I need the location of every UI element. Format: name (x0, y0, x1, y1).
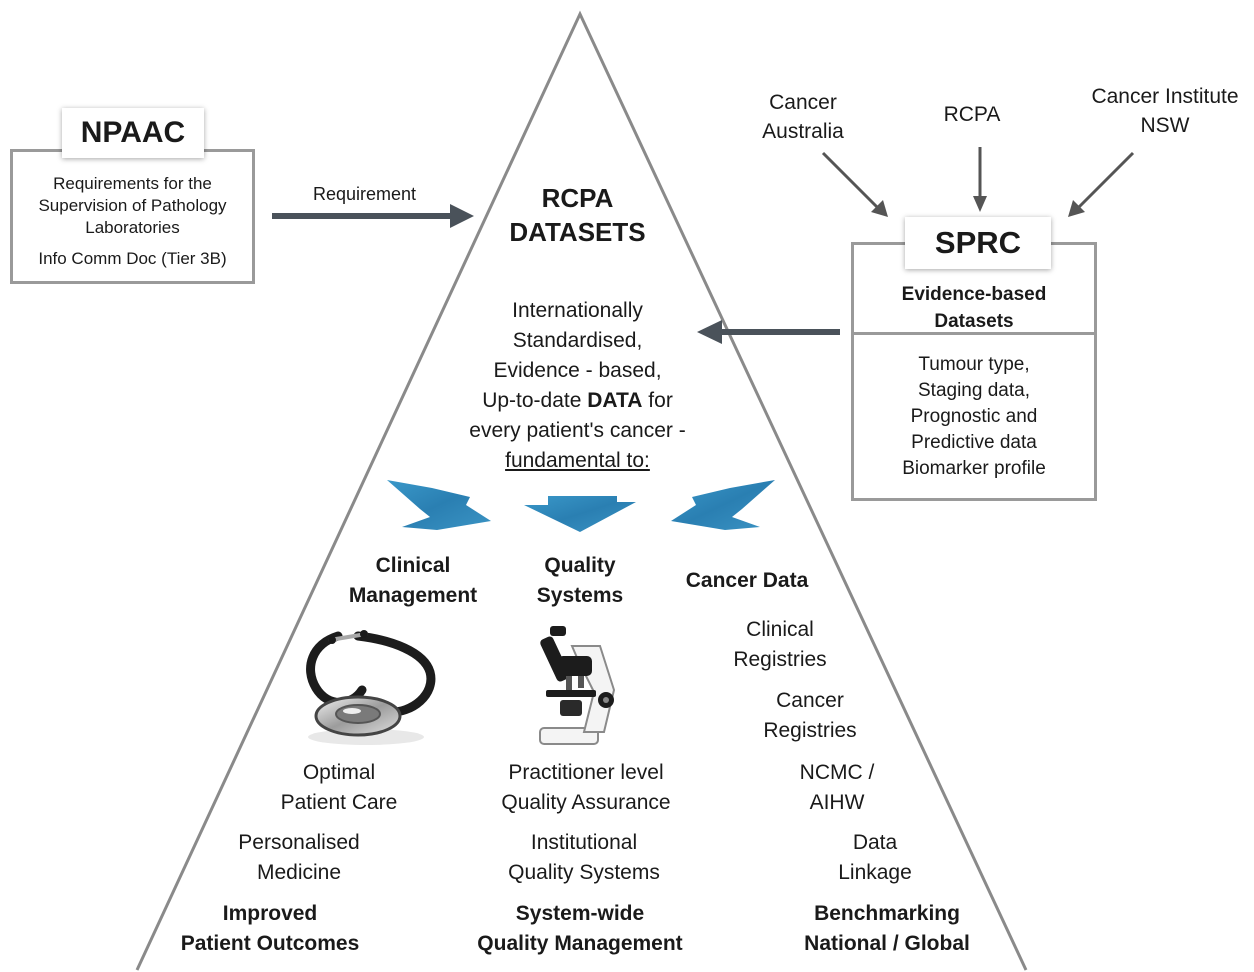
source-cancer-institute: Cancer Institute NSW (1091, 85, 1239, 137)
datasets-description-data: DATA (587, 389, 643, 412)
requirement-arrow (272, 204, 474, 228)
npaac-box (10, 149, 255, 284)
rcpa-datasets-title: RCPA DATASETS (509, 183, 646, 247)
clinical-management-heading: Clinical Management (348, 554, 478, 607)
rcpa-source-arrow (973, 147, 987, 212)
datasets-description: Internationally Standardised, Evidence -… (420, 266, 735, 476)
datasets-description-main: Internationally Standardised, Evidence -… (482, 299, 662, 412)
right-down-arrow (671, 480, 775, 530)
sprc-divider (854, 332, 1094, 335)
practitioner-quality-assurance: Practitioner level Quality Assurance (501, 761, 671, 814)
cancer-data-heading: Cancer Data (685, 569, 809, 592)
personalised-medicine: Personalised Medicine (238, 831, 360, 884)
sprc-box (851, 242, 1097, 501)
institutional-quality-systems: Institutional Quality Systems (508, 831, 660, 884)
requirement-label: Requirement (312, 184, 417, 204)
stethoscope-icon (306, 630, 436, 745)
clinical-registries: Clinical Registries (733, 618, 827, 671)
left-down-arrow (387, 480, 491, 530)
data-linkage: Data Linkage (838, 831, 912, 884)
improved-patient-outcomes: Improved Patient Outcomes (180, 902, 360, 955)
quality-systems-heading: Quality Systems (536, 554, 624, 607)
npaac-description: Requirements for the Supervision of Path… (38, 174, 227, 237)
ncmc-aihw: NCMC / AIHW (799, 761, 875, 814)
pyramid-outline (135, 10, 1028, 971)
cancer-australia-arrow (821, 151, 888, 217)
source-rcpa: RCPA (943, 103, 1001, 126)
sprc-to-datasets-arrow (697, 320, 840, 344)
sprc-subtitle: Evidence-based Datasets (901, 284, 1047, 332)
system-wide-quality-management: System-wide Quality Management (477, 902, 683, 955)
benchmarking-national-global: Benchmarking National / Global (804, 902, 970, 955)
center-down-arrow (524, 496, 636, 532)
microscope-icon (539, 626, 616, 745)
cancer-institute-arrow (1068, 151, 1135, 217)
npaac-document: Info Comm Doc (Tier 3B) (38, 249, 227, 268)
source-cancer-australia: Cancer Australia (762, 91, 844, 143)
optimal-patient-care: Optimal Patient Care (280, 761, 398, 814)
npaac-title: NPAAC (62, 108, 204, 158)
fundamental-to-label: fundamental to: (505, 449, 650, 472)
cancer-registries: Cancer Registries (763, 689, 857, 742)
sprc-items: Tumour type, Staging data, Prognostic an… (902, 354, 1046, 479)
sprc-title: SPRC (905, 217, 1051, 269)
datasets-description-tail: for every patient's cancer - (469, 389, 686, 442)
